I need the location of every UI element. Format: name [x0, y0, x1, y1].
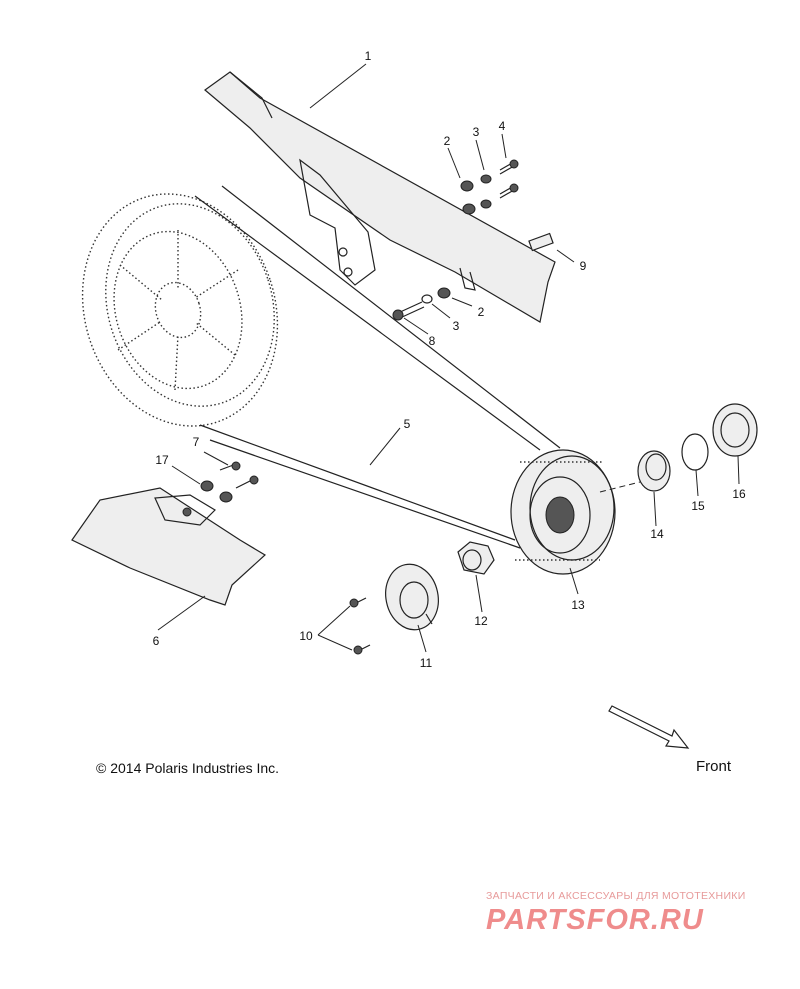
seal-16	[712, 403, 758, 457]
front-label: Front	[696, 758, 732, 775]
sleeve-9	[528, 232, 554, 252]
belt-guard-lower	[71, 487, 267, 606]
callout-1: 1	[365, 49, 372, 63]
drive-belt	[194, 185, 561, 549]
nut-2-lower	[437, 287, 451, 299]
bolt-4	[499, 159, 519, 199]
washer-3-lower	[421, 294, 433, 304]
callout-7: 7	[193, 435, 200, 449]
callout-10: 10	[299, 629, 313, 643]
callout-16: 16	[732, 487, 746, 501]
bolt-8	[392, 301, 425, 321]
callout-3-upper: 3	[473, 125, 480, 139]
front-pulley	[510, 449, 616, 575]
callout-13: 13	[571, 598, 585, 612]
callout-15: 15	[691, 499, 705, 513]
watermark-tagline: ЗАПЧАСТИ И АКСЕССУАРЫ ДЛЯ МОТОТЕХНИКИ	[486, 890, 746, 902]
copyright-notice: © 2014 Polaris Industries Inc.	[96, 760, 280, 776]
nut-17	[200, 480, 233, 503]
callout-3-lower: 3	[453, 319, 460, 333]
screw-10	[349, 597, 371, 655]
belt-guard-upper	[204, 71, 556, 323]
watermark: ЗАПЧАСТИ И АКСЕССУАРЫ ДЛЯ МОТОТЕХНИКИ PA…	[486, 890, 786, 937]
callout-11: 11	[420, 656, 433, 670]
bolt-7	[219, 461, 259, 489]
callout-2-upper: 2	[444, 134, 451, 148]
callout-12: 12	[474, 614, 488, 628]
callout-17: 17	[155, 453, 169, 467]
lock-plate	[385, 563, 439, 631]
callout-14: 14	[650, 527, 664, 541]
pulley-nut	[457, 541, 495, 575]
leader-lines	[157, 63, 740, 653]
watermark-logo: PARTSFOR.RU	[486, 904, 704, 936]
rear-wheel-pulley	[81, 193, 279, 427]
front-direction-arrow	[608, 705, 690, 749]
o-ring-15	[681, 433, 709, 471]
callout-2-lower: 2	[478, 305, 485, 319]
callout-5: 5	[404, 417, 411, 431]
callout-6: 6	[153, 634, 160, 648]
callout-8: 8	[429, 334, 436, 348]
callout-9: 9	[580, 259, 587, 273]
spacer-14	[599, 450, 671, 493]
callout-4: 4	[499, 119, 506, 133]
washer-3-upper	[480, 174, 492, 209]
nut-2-upper	[460, 180, 476, 215]
